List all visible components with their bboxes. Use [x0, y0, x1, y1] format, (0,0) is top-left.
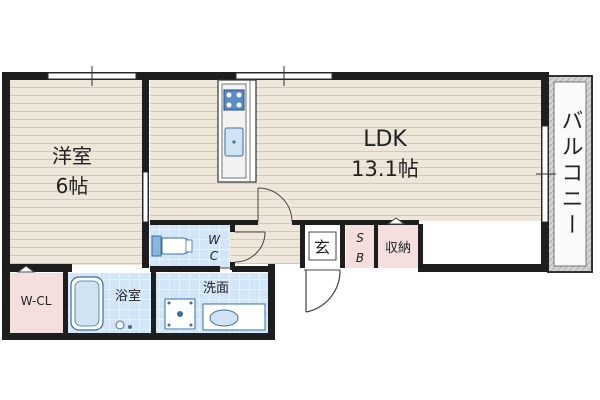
wash-basin-icon — [202, 303, 266, 331]
western-room-label: 洋室 — [52, 144, 92, 168]
walk-in-closet-label: W-CL — [21, 294, 52, 308]
shower-icon — [115, 320, 132, 330]
shoe-box-label-b: B — [356, 251, 364, 265]
door-ldk-hall — [257, 187, 293, 223]
balcony — [547, 75, 593, 273]
western-room-size: 6帖 — [56, 174, 89, 198]
western-room-floor — [9, 79, 142, 265]
sink-icon — [224, 127, 244, 157]
wc-label-w: W — [208, 233, 221, 247]
balcony-label: バルコニー — [558, 109, 583, 239]
storage-label: 収納 — [385, 241, 411, 256]
walk-in-closet-floor — [9, 273, 63, 333]
ldk-size: 13.1帖 — [351, 157, 419, 181]
triangle-markers — [16, 217, 406, 273]
shoe-box-label-s: S — [356, 231, 364, 245]
door-entrance — [304, 269, 341, 313]
entrance-label: 玄 — [314, 238, 330, 257]
wc-label-c: C — [210, 249, 219, 263]
ldk-label: LDK — [363, 127, 407, 152]
entrance-label-box — [308, 231, 337, 261]
shoe-box-floor — [346, 224, 374, 268]
washroom-label: 洗面 — [203, 281, 229, 296]
toilet-icon — [151, 235, 193, 257]
storage-floor — [378, 224, 418, 268]
ldk-floor — [150, 79, 542, 221]
door-wc — [234, 231, 266, 263]
bathtub-icon — [70, 276, 104, 331]
windows — [47, 66, 556, 223]
washing-machine-icon — [164, 298, 196, 330]
stove-icon — [223, 89, 245, 111]
bathroom-label: 浴室 — [115, 288, 141, 304]
